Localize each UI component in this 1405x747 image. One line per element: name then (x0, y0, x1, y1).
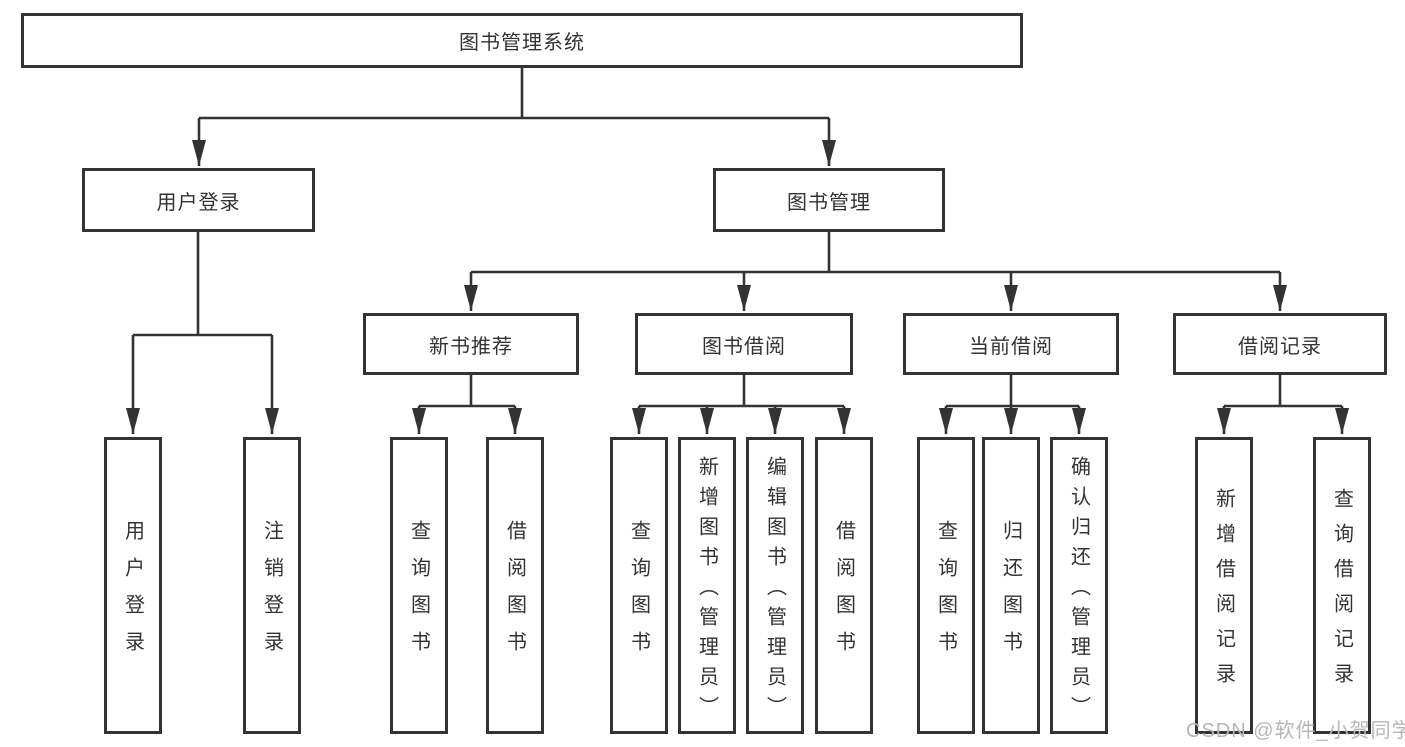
leaf-add-borrow-record: 新增借阅记录 (1195, 437, 1253, 734)
watermark: CSDN @软件_小贺同学 (1186, 720, 1405, 742)
leaf-edit-books-admin-label: 编辑图书（管理员） (763, 455, 786, 726)
leaf-borrow-query-books-label: 查询图书 (627, 520, 650, 668)
leaf-user-login: 用户登录 (104, 437, 162, 734)
node-root-system-label: 图书管理系统 (459, 32, 585, 54)
leaf-confirm-return-admin: 确认归还（管理员） (1050, 437, 1108, 734)
leaf-newbook-query-books: 查询图书 (390, 437, 448, 734)
leaf-user-login-label: 用户登录 (121, 520, 144, 668)
connector-book-mgmt-to-level3 (464, 232, 1287, 311)
leaf-add-books-admin: 新增图书（管理员） (678, 437, 736, 734)
leaf-add-books-admin-label: 新增图书（管理员） (695, 455, 718, 726)
node-current-borrow-label: 当前借阅 (969, 335, 1053, 358)
leaf-query-borrow-record-label: 查询借阅记录 (1330, 488, 1353, 698)
leaf-add-borrow-record-label: 新增借阅记录 (1212, 488, 1235, 698)
leaf-return-books-label: 归还图书 (999, 520, 1022, 668)
leaf-borrow-query-books: 查询图书 (610, 437, 668, 734)
leaf-logout: 注销登录 (243, 437, 301, 734)
leaf-borrow-books-label: 借阅图书 (832, 520, 855, 668)
node-book-mgmt: 图书管理 (713, 168, 945, 232)
leaf-newbook-borrow-books-label: 借阅图书 (503, 520, 526, 668)
leaf-current-query-books: 查询图书 (917, 437, 975, 734)
node-book-borrow-label: 图书借阅 (702, 335, 786, 358)
connector-borrow-record-to-leaves (1217, 375, 1349, 434)
leaf-newbook-query-books-label: 查询图书 (407, 520, 430, 668)
node-borrow-record: 借阅记录 (1173, 313, 1387, 375)
node-root-system: 图书管理系统 (21, 13, 1023, 68)
node-user-login: 用户登录 (82, 168, 315, 232)
connector-book-borrow-to-leaves (632, 375, 851, 434)
node-borrow-record-label: 借阅记录 (1238, 335, 1322, 358)
connector-new-book-to-leaves (412, 375, 522, 434)
connector-root-to-level2 (192, 68, 836, 166)
leaf-confirm-return-admin-label: 确认归还（管理员） (1067, 455, 1090, 726)
leaf-return-books: 归还图书 (982, 437, 1040, 734)
leaf-newbook-borrow-books: 借阅图书 (486, 437, 544, 734)
leaf-query-borrow-record: 查询借阅记录 (1313, 437, 1371, 734)
leaf-edit-books-admin: 编辑图书（管理员） (746, 437, 804, 734)
node-current-borrow: 当前借阅 (903, 313, 1119, 375)
node-book-mgmt-label: 图书管理 (787, 191, 871, 214)
node-new-book: 新书推荐 (363, 313, 579, 375)
node-book-borrow: 图书借阅 (635, 313, 853, 375)
leaf-current-query-books-label: 查询图书 (934, 520, 957, 668)
connector-user-login-to-leaves (126, 232, 279, 434)
node-user-login-label: 用户登录 (156, 191, 241, 214)
leaf-logout-label: 注销登录 (260, 520, 283, 668)
leaf-borrow-books: 借阅图书 (815, 437, 873, 734)
connector-current-borrow-to-leaves (939, 375, 1086, 434)
node-new-book-label: 新书推荐 (429, 335, 513, 358)
